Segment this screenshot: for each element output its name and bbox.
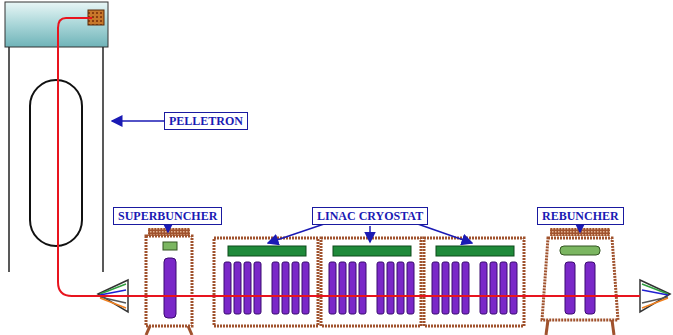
resonator <box>329 262 336 314</box>
resonator <box>407 262 414 314</box>
resonator <box>480 262 487 314</box>
superbuncher <box>146 228 192 335</box>
label-box: REBUNCHER <box>537 207 624 225</box>
part-name: SUPERBUNCHER <box>118 209 217 223</box>
resonator <box>377 262 384 314</box>
resonator <box>234 262 241 314</box>
label-box: PELLETRON <box>164 112 248 130</box>
resonator <box>292 262 299 314</box>
resonator <box>359 262 366 314</box>
resonator <box>349 262 356 314</box>
resonator <box>302 262 309 314</box>
resonator <box>282 262 289 314</box>
part-name: PELLETRON <box>169 114 243 128</box>
resonator <box>254 262 261 314</box>
resonator <box>500 262 507 314</box>
resonator <box>442 262 449 314</box>
resonator <box>272 262 279 314</box>
resonator <box>510 262 517 314</box>
resonator <box>397 262 404 314</box>
linac-cryostat <box>214 238 524 326</box>
resonator <box>387 262 394 314</box>
resonator <box>432 262 439 314</box>
label-box: SUPERBUNCHER <box>113 207 222 225</box>
resonator <box>462 262 469 314</box>
part-name: LINAC CRYOSTAT <box>317 209 423 223</box>
resonator <box>490 262 497 314</box>
leader-arrow <box>112 121 580 243</box>
resonator <box>339 262 346 314</box>
resonator <box>452 262 459 314</box>
label-box: LINAC CRYOSTAT <box>312 207 428 225</box>
resonator <box>244 262 251 314</box>
resonator <box>224 262 231 314</box>
beam-line <box>58 18 640 296</box>
part-name: REBUNCHER <box>542 209 619 223</box>
rebuncher <box>542 228 618 335</box>
pelletron <box>5 2 108 272</box>
